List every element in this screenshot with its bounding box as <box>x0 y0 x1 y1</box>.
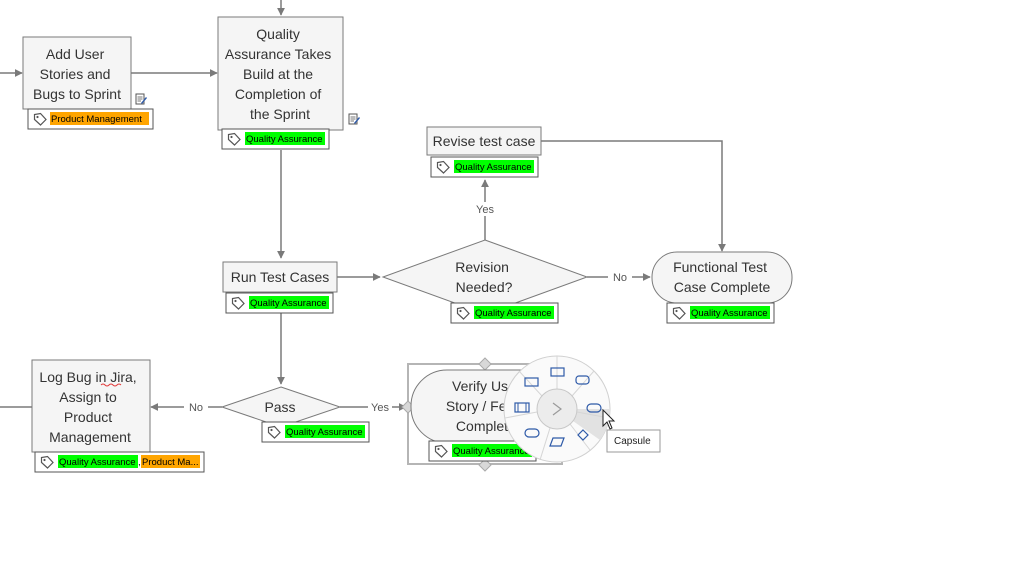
tag-label: Quality Assurance <box>691 308 768 319</box>
tag-highlight-pm <box>141 455 200 468</box>
rectangle-shape-icon[interactable] <box>524 377 539 387</box>
decision-shape-icon[interactable] <box>577 429 589 441</box>
capsule-shape-icon[interactable] <box>586 403 602 413</box>
tag-box[interactable]: Quality Assurance <box>221 128 330 150</box>
no-label-bg <box>608 270 632 284</box>
no-label-revision: No <box>613 272 627 284</box>
node-label: Revise test case <box>433 133 536 149</box>
tag-label-pm: Product Ma... <box>142 457 199 468</box>
tag-box[interactable]: Quality Assurance <box>261 421 370 443</box>
tag-box[interactable]: Quality Assurance <box>225 292 334 314</box>
yes-label-bg-pass <box>368 400 392 414</box>
connector-labels: Yes No No Yes <box>184 202 632 414</box>
tag-label: Quality Assurance <box>246 134 323 145</box>
tag-highlight-qa <box>285 425 365 438</box>
tag-label: Quality Assurance <box>286 427 363 438</box>
tag-box[interactable]: Quality Assurance <box>450 302 559 324</box>
node-label: Pass <box>264 399 295 415</box>
yes-label-pass: Yes <box>371 402 389 414</box>
tooltip-label: Capsule <box>614 436 651 447</box>
tag-label: Product Management <box>51 114 142 125</box>
mouse-cursor-icon <box>602 408 616 430</box>
tag-label: Quality Assurance <box>475 308 552 319</box>
no-label-bg-pass <box>184 400 208 414</box>
node-run-test-cases[interactable]: Run Test Cases Quality Assurance <box>222 261 338 314</box>
tag-box[interactable]: Quality Assurance , Product Ma... <box>34 451 205 473</box>
tag-highlight-qa <box>58 455 138 468</box>
node-label: Log Bug in Jira, Assign to Product Manag… <box>39 369 140 445</box>
tag-box[interactable]: Quality Assurance <box>666 302 775 324</box>
node-verify-user-story[interactable]: Verify Us Story / Fea Complet Quality As… <box>401 357 563 472</box>
tag-separator: , <box>138 457 141 468</box>
node-label: Verify Us Story / Fea Complet <box>446 378 518 434</box>
node-label: Functional Test Case Complete <box>673 259 771 295</box>
document-shape-icon[interactable] <box>524 428 540 438</box>
process-shape[interactable] <box>22 36 132 110</box>
tag-highlight-pm <box>50 112 149 125</box>
tag-highlight-qa <box>452 444 532 457</box>
yes-label-revision: Yes <box>476 204 494 216</box>
tooltip-box <box>606 429 661 453</box>
subprocess-shape-icon[interactable] <box>514 402 530 413</box>
tag-label: Quality Assurance <box>453 446 530 457</box>
process-shape-icon[interactable] <box>550 367 565 377</box>
tag-box[interactable]: Quality Assurance <box>430 156 539 178</box>
node-pass[interactable]: Pass Quality Assurance <box>220 386 370 443</box>
yes-label-bg <box>473 202 497 216</box>
note-icon[interactable] <box>135 93 147 105</box>
tag-highlight-qa <box>690 306 770 319</box>
node-qa-takes-build[interactable]: Quality Assurance Takes Build at the Com… <box>217 16 360 150</box>
node-add-user-stories[interactable]: Add User Stories and Bugs to Sprint Prod… <box>22 36 154 130</box>
tag-box[interactable]: Product Management <box>27 108 154 130</box>
resize-handle-bottom[interactable] <box>478 458 492 472</box>
node-label: Quality Assurance Takes Build at the Com… <box>225 26 335 122</box>
no-label-pass: No <box>189 402 203 414</box>
resize-handle-top[interactable] <box>478 357 492 371</box>
radial-menu-hub <box>536 388 578 430</box>
node-log-bug[interactable]: Log Bug in Jira, Assign to Product Manag… <box>31 359 205 473</box>
tag-highlight-qa <box>454 160 534 173</box>
node-label: Add User Stories and Bugs to Sprint <box>33 46 121 102</box>
tag-label: Quality Assurance <box>250 298 327 309</box>
tag-label-qa: Quality Assurance <box>59 457 136 468</box>
shape-change-radial-menu[interactable] <box>503 355 611 463</box>
tooltip-capsule: Capsule <box>606 429 661 453</box>
node-revise-test-case[interactable]: Revise test case Quality Assurance <box>426 126 542 178</box>
tag-label: Quality Assurance <box>455 162 532 173</box>
radial-center-arrow <box>552 402 562 416</box>
tag-box[interactable]: Quality Assurance <box>428 440 537 462</box>
process-shape[interactable] <box>217 16 344 131</box>
process-shape[interactable] <box>426 126 542 156</box>
process-shape[interactable] <box>222 261 338 293</box>
tag-highlight-qa <box>474 306 554 319</box>
data-shape-icon[interactable] <box>549 437 565 447</box>
node-label: Run Test Cases <box>231 269 330 285</box>
node-label: Revision Needed? <box>455 259 513 295</box>
node-functional-test-complete[interactable]: Functional Test Case Complete Quality As… <box>651 251 793 324</box>
note-icon[interactable] <box>348 113 360 125</box>
terminator-shape-icon[interactable] <box>575 375 590 385</box>
spellcheck-underline <box>100 383 122 387</box>
node-revision-needed[interactable]: Revision Needed? Quality Assurance <box>381 239 589 324</box>
tag-highlight-qa <box>249 296 329 309</box>
process-shape[interactable] <box>31 359 151 453</box>
tag-highlight-qa <box>245 132 325 145</box>
connector-revise-to-functional[interactable] <box>541 140 726 252</box>
